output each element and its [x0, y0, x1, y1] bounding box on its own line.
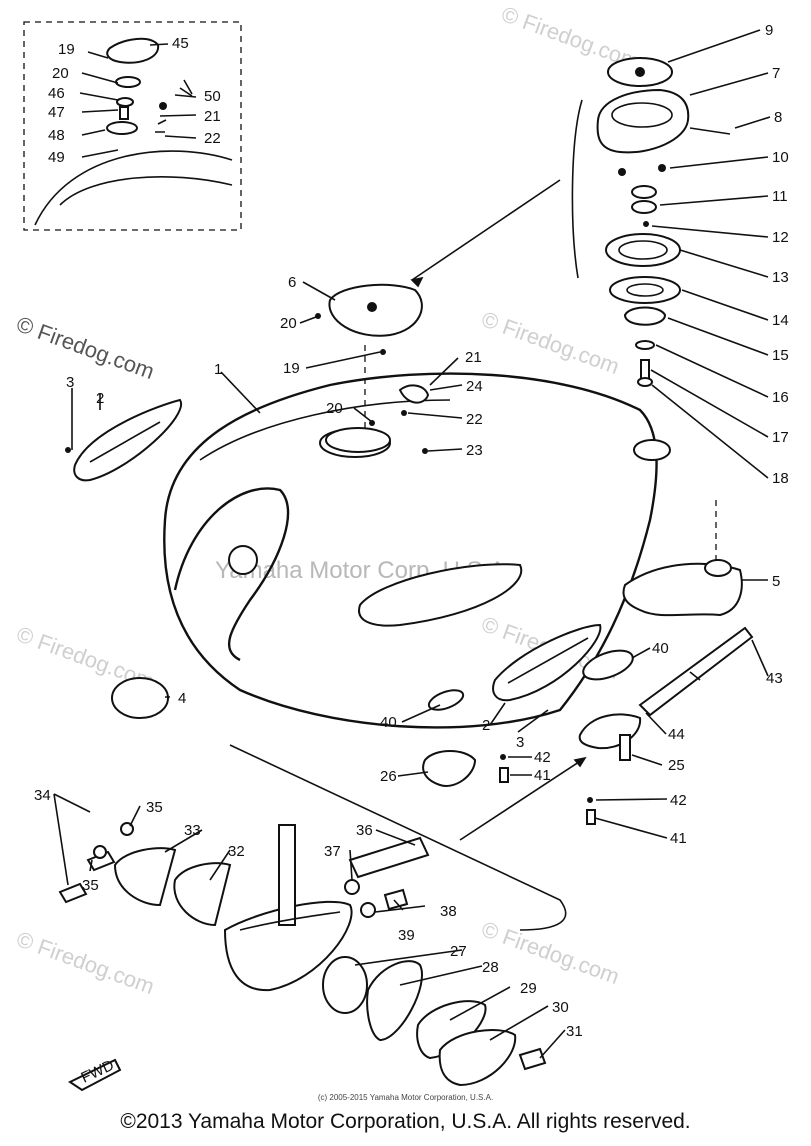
callout-43: 43 — [766, 670, 783, 687]
copyright-notice: ©2013 Yamaha Motor Corporation, U.S.A. A… — [120, 1110, 691, 1133]
callout-50: 50 — [204, 88, 221, 105]
callout-35: 35 — [82, 877, 99, 894]
callout-15: 15 — [772, 347, 789, 364]
callout-16: 16 — [772, 389, 789, 406]
watermark-brand: © Firedog.com — [478, 306, 622, 379]
callout-19: 19 — [58, 41, 75, 58]
callout-22: 22 — [466, 411, 483, 428]
callout-38: 38 — [440, 903, 457, 920]
callout-39: 39 — [398, 927, 415, 944]
emblem-right — [492, 623, 602, 702]
inset-labels: 19 45 20 46 50 47 21 48 22 49 — [48, 35, 221, 166]
callout-34: 34 — [34, 787, 51, 804]
callout-4: 4 — [178, 690, 186, 707]
hose-43 — [638, 626, 754, 717]
callout-35: 35 — [146, 799, 163, 816]
callout-3: 3 — [516, 734, 524, 751]
callout-46: 46 — [48, 85, 65, 102]
fuel-cock-parts — [422, 649, 642, 841]
callout-14: 14 — [772, 312, 789, 329]
emblem-left — [65, 398, 183, 482]
watermark-brand: © Firedog.com — [13, 311, 157, 384]
callout-13: 13 — [772, 269, 789, 286]
callout-23: 23 — [466, 442, 483, 459]
callout-25: 25 — [668, 757, 685, 774]
callout-42: 42 — [670, 792, 687, 809]
part-labels: 9 7 8 10 11 12 13 14 15 16 17 18 6 20 19… — [34, 22, 789, 1040]
callout-40: 40 — [652, 640, 669, 657]
small-credit-line: (c) 2005-2015 Yamaha Motor Corporation, … — [317, 1093, 494, 1102]
leader-lines — [53, 29, 771, 1059]
callout-29: 29 — [520, 980, 537, 997]
callout-40: 40 — [380, 714, 397, 731]
callout-41: 41 — [534, 767, 551, 784]
callout-21: 21 — [465, 349, 482, 366]
watermark-brand: © Firedog.com — [13, 926, 157, 999]
callout-22: 22 — [204, 130, 221, 147]
cap-inset — [23, 21, 242, 231]
callout-6: 6 — [288, 274, 296, 291]
callout-10: 10 — [772, 149, 789, 166]
callout-21: 21 — [204, 108, 221, 125]
filler-cap-assembly — [410, 57, 731, 387]
callout-27: 27 — [450, 943, 467, 960]
callout-12: 12 — [772, 229, 789, 246]
callout-28: 28 — [482, 959, 499, 976]
callout-18: 18 — [772, 470, 789, 487]
cushion-4 — [111, 677, 169, 719]
callout-48: 48 — [48, 127, 65, 144]
callout-3: 3 — [66, 374, 74, 391]
callout-11: 11 — [772, 188, 788, 205]
petcock-breakout — [58, 822, 547, 1087]
filler-neck — [325, 384, 430, 454]
callout-2: 2 — [482, 717, 490, 734]
callout-20: 20 — [326, 400, 343, 417]
callout-45: 45 — [172, 35, 189, 52]
callout-20: 20 — [280, 315, 297, 332]
fwd-arrow: FWD — [67, 1057, 122, 1092]
callout-8: 8 — [774, 109, 782, 126]
callout-47: 47 — [48, 104, 65, 121]
callout-17: 17 — [772, 429, 789, 446]
callout-44: 44 — [668, 726, 685, 743]
callout-32: 32 — [228, 843, 245, 860]
callout-30: 30 — [552, 999, 569, 1016]
callout-2: 2 — [96, 390, 104, 407]
callout-42: 42 — [534, 749, 551, 766]
callout-26: 26 — [380, 768, 397, 785]
callout-7: 7 — [772, 65, 780, 82]
callout-24: 24 — [466, 378, 483, 395]
callout-20: 20 — [52, 65, 69, 82]
callout-49: 49 — [48, 149, 65, 166]
callout-5: 5 — [772, 573, 780, 590]
callout-37: 37 — [324, 843, 341, 860]
rear-bracket-5 — [622, 500, 743, 617]
callout-41: 41 — [670, 830, 687, 847]
callout-33: 33 — [184, 822, 201, 839]
callout-9: 9 — [765, 22, 773, 39]
callout-31: 31 — [566, 1023, 583, 1040]
callout-1: 1 — [214, 361, 222, 378]
callout-36: 36 — [356, 822, 373, 839]
callout-19: 19 — [283, 360, 300, 377]
